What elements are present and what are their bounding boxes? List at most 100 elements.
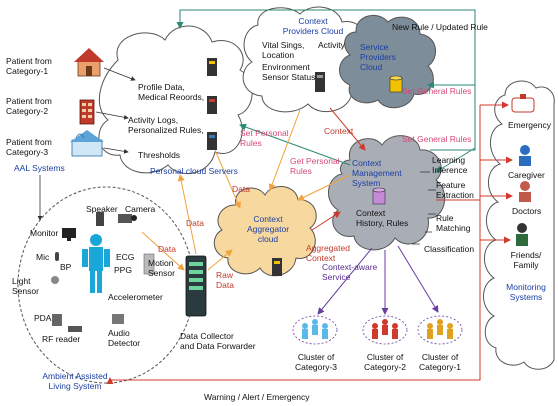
people-cluster-icon [302, 319, 328, 339]
raw-data-label: Raw Data [216, 270, 234, 290]
server-icon [315, 72, 325, 92]
patient-label: Patient from Category-2 [6, 96, 52, 116]
get-personal-rules-label: Get Personal Rules [290, 156, 340, 176]
context-db-label: Context History, Rules [356, 208, 409, 228]
server-icon [272, 258, 282, 276]
context-management-title: Context Management System [352, 158, 402, 188]
audio-detector-icon [112, 314, 124, 324]
doctor-icon [519, 181, 531, 202]
set-personal-rules-edge [239, 123, 351, 166]
context-provider-item: Environment Sensor Status [262, 62, 316, 82]
data-label: Data [158, 244, 176, 254]
building-icon [79, 99, 95, 125]
device-label: Speaker [86, 204, 118, 214]
personal-cloud-item: Activity Logs, Personalized Rules, [128, 115, 204, 135]
collector-to-personal-edge [177, 174, 197, 255]
cluster-label: Cluster of Category-3 [294, 352, 338, 372]
friends-icon [516, 223, 528, 246]
context-provider-item: Activity [318, 40, 345, 50]
context-label: Context [324, 126, 354, 136]
smart-home-icon [70, 130, 104, 157]
warning-label: Warning / Alert / Emergency [204, 392, 310, 402]
new-rule-edge [176, 9, 476, 151]
light-sensor-icon [51, 276, 59, 284]
mic-icon [55, 252, 59, 261]
cluster-boundary [362, 315, 408, 345]
caregiver-icon [519, 145, 531, 166]
context-edge [329, 107, 366, 151]
device-label: Light Sensor [12, 276, 39, 296]
patient-edge [103, 147, 129, 154]
personal-cloud-item: Profile Data, Medical Reoords, [138, 82, 205, 102]
aggregated-context-label: Aggregated Context [306, 243, 350, 263]
personal-cloud-caption: Personal cloud Servers [150, 166, 238, 176]
server-icon [207, 58, 217, 150]
set-personal-rules-label: Set Personal Rules [240, 128, 289, 148]
personal-cloud-item: Thresholds [138, 150, 181, 160]
device-label: Mic [36, 252, 50, 262]
new-rule-label: New Rule / Updated Rule [392, 22, 488, 32]
monitoring-caption: Monitoring Systems [506, 282, 546, 302]
motion-sensor-icon [143, 253, 155, 275]
management-function: Classification [424, 244, 475, 254]
cluster-boundary [292, 315, 338, 345]
data-collector-label: Data Collector and Data Forwarder [180, 331, 256, 351]
device-label: Accelerometer [108, 292, 163, 302]
personal-to-aggregator-edge [214, 149, 241, 209]
ambient-caption: Ambient Assisted Living System [42, 371, 108, 391]
aal-boundary [17, 186, 195, 384]
service-edge-cat1 [397, 245, 439, 313]
cluster-label: Cluster of Category-2 [363, 352, 407, 372]
raw-data-edge [207, 249, 233, 271]
device-label: Monitor [30, 228, 59, 238]
set-general-rules-label: Set General Rules [402, 134, 472, 144]
context-providers-title: Context Providers Cloud [282, 16, 344, 36]
house-icon [74, 48, 104, 77]
data-collector-icon [185, 255, 207, 317]
device-label: RF reader [42, 334, 81, 344]
context-aware-service-label: Context-aware Service [322, 262, 378, 282]
monitoring-item: Doctors [512, 206, 542, 216]
aal-to-collector-edge [141, 231, 185, 271]
service-providers-title: Service Providers Cloud [360, 42, 396, 72]
person-body-icon [82, 234, 110, 293]
camera-icon [118, 214, 137, 223]
providers-to-aggregator-edge [268, 109, 301, 191]
device-label: Audio Detector [108, 328, 141, 348]
data-label: Data [232, 184, 250, 194]
aggregator-title: Context Aggregator cloud [246, 214, 290, 244]
set-general-rules-label: Set General Rules [402, 86, 472, 96]
rf-reader-icon [68, 326, 82, 332]
device-label: PPG [114, 265, 132, 275]
management-function: Feature Extraction [436, 180, 474, 200]
aggregated-context-edge [311, 211, 341, 231]
monitoring-item: Friends/ Family [510, 250, 542, 270]
service-providers-cloud-shape [339, 14, 436, 109]
speaker-icon [96, 212, 104, 226]
aal-systems-label: AAL Systems [14, 163, 65, 173]
patient-edge [103, 67, 136, 81]
emergency-icon [511, 94, 535, 113]
set-general-rules-mid-edge [435, 147, 476, 173]
people-cluster-icon [427, 319, 453, 339]
data-label: Data [186, 218, 204, 228]
device-label: Motion Sensor [148, 258, 175, 278]
monitoring-item: Caregiver [508, 170, 545, 180]
monitoring-bus [110, 105, 481, 381]
patient-label: Patient from Category-3 [6, 137, 52, 157]
database-icon [372, 187, 386, 205]
management-function: Learning Inference [432, 155, 468, 175]
get-personal-rules-edge [297, 174, 351, 201]
device-label: PDA [34, 313, 52, 323]
context-management-cloud-shape [328, 135, 446, 251]
service-edge-cat3 [317, 247, 373, 315]
monitor-icon [62, 228, 76, 241]
management-function: Rule Matching [436, 213, 471, 233]
cluster-label: Cluster of Category-1 [418, 352, 462, 372]
database-icon [389, 75, 403, 93]
device-label: ECG [116, 252, 135, 262]
people-cluster-icon [372, 319, 398, 339]
device-label: BP [60, 262, 72, 272]
